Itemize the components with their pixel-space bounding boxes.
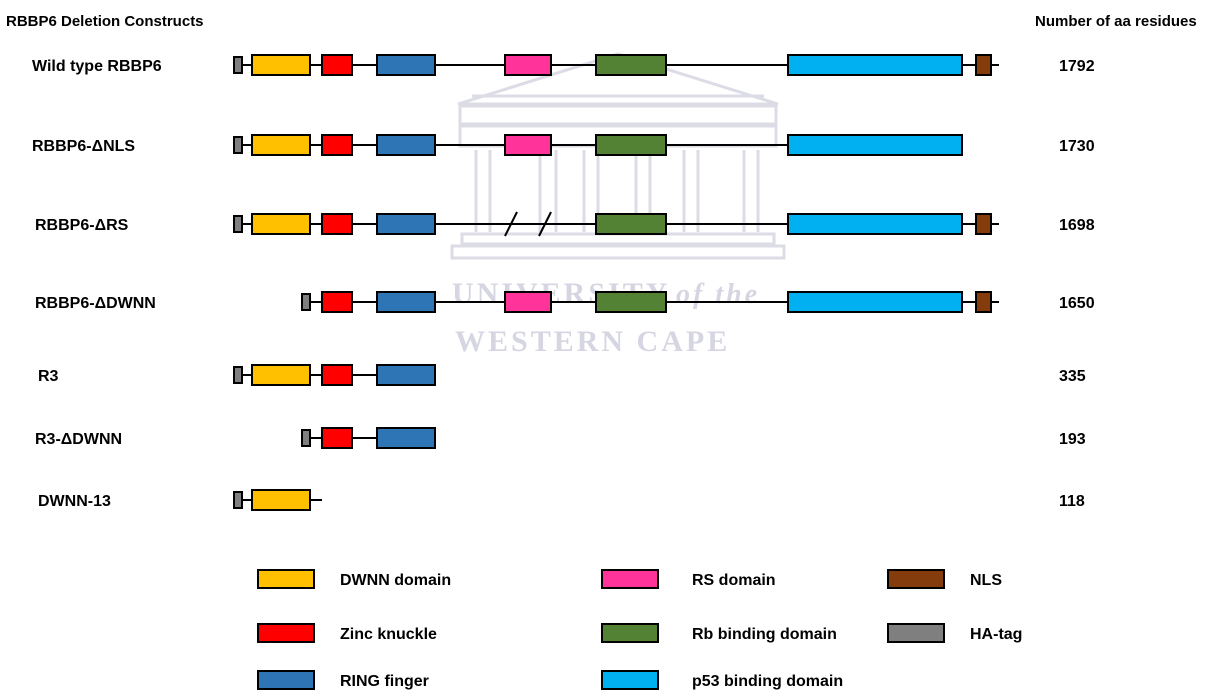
- construct-row: R3 335: [38, 365, 1086, 385]
- p53-domain-box: [788, 55, 962, 75]
- legend-label: p53 binding domain: [692, 673, 843, 690]
- legend-item: RS domain: [602, 570, 776, 589]
- construct-name: RBBP6-ΔDWNN: [35, 295, 156, 312]
- rb-domain-box: [596, 292, 666, 312]
- rs-domain-box: [505, 135, 551, 155]
- construct-name: Wild type RBBP6: [32, 58, 162, 75]
- nls-domain-box: [976, 55, 991, 75]
- dwnn-domain-box: [252, 365, 310, 385]
- zinc-domain-box: [322, 292, 352, 312]
- watermark-line1-italic: of the: [676, 279, 760, 310]
- rb-domain-box: [596, 55, 666, 75]
- residue-count: 1792: [1059, 58, 1095, 75]
- legend-item: HA-tag: [888, 624, 1022, 643]
- legend-label: Rb binding domain: [692, 626, 837, 643]
- legend-label: HA-tag: [970, 626, 1022, 643]
- residue-count: 1730: [1059, 138, 1095, 155]
- legend-swatch: [602, 671, 658, 689]
- zinc-domain-box: [322, 135, 352, 155]
- legend-item: NLS: [888, 570, 1002, 589]
- count-column-header: Number of aa residues: [1035, 13, 1197, 30]
- construct-name: RBBP6-ΔNLS: [32, 138, 135, 155]
- legend-item: Zinc knuckle: [258, 624, 437, 643]
- legend-swatch: [888, 624, 944, 642]
- zinc-domain-box: [322, 365, 352, 385]
- p53-domain-box: [788, 135, 962, 155]
- nls-domain-box: [976, 214, 991, 234]
- rb-domain-box: [596, 214, 666, 234]
- construct-row: RBBP6-ΔRS 1698: [35, 212, 1095, 236]
- legend-label: DWNN domain: [340, 572, 451, 589]
- legend-item: Rb binding domain: [602, 624, 837, 643]
- ha-domain-box: [302, 294, 310, 310]
- diagram-title: RBBP6 Deletion Constructs: [6, 13, 204, 30]
- ha-domain-box: [302, 430, 310, 446]
- dwnn-domain-box: [252, 55, 310, 75]
- legend-swatch: [258, 624, 314, 642]
- legend: DWNN domain RS domain NLS Zinc knuckle Rb bi…: [258, 570, 1022, 690]
- construct-name: DWNN-13: [38, 493, 111, 510]
- legend-swatch: [888, 570, 944, 588]
- residue-count: 193: [1059, 431, 1086, 448]
- ha-domain-box: [234, 57, 242, 73]
- ring-domain-box: [377, 214, 435, 234]
- construct-name: R3-ΔDWNN: [35, 431, 122, 448]
- ring-domain-box: [377, 55, 435, 75]
- construct-row: RBBP6-ΔNLS 1730: [32, 135, 1095, 155]
- residue-count: 118: [1059, 493, 1085, 510]
- dwnn-domain-box: [252, 490, 310, 510]
- construct-row: DWNN-13 118: [38, 490, 1085, 510]
- nls-domain-box: [976, 292, 991, 312]
- zinc-domain-box: [322, 214, 352, 234]
- rs-domain-box: [505, 55, 551, 75]
- legend-item: p53 binding domain: [602, 671, 843, 690]
- ring-domain-box: [377, 428, 435, 448]
- rb-domain-box: [596, 135, 666, 155]
- legend-swatch: [258, 570, 314, 588]
- ha-domain-box: [234, 367, 242, 383]
- dwnn-domain-box: [252, 214, 310, 234]
- legend-item: RING finger: [258, 671, 429, 690]
- ha-domain-box: [234, 492, 242, 508]
- residue-count: 1650: [1059, 295, 1095, 312]
- legend-item: DWNN domain: [258, 570, 451, 589]
- p53-domain-box: [788, 292, 962, 312]
- legend-label: NLS: [970, 572, 1002, 589]
- p53-domain-box: [788, 214, 962, 234]
- dwnn-domain-box: [252, 135, 310, 155]
- ha-domain-box: [234, 137, 242, 153]
- zinc-domain-box: [322, 428, 352, 448]
- residue-count: 1698: [1059, 217, 1095, 234]
- watermark-line2: WESTERN CAPE: [455, 325, 730, 358]
- rs-domain-box: [505, 292, 551, 312]
- legend-label: RS domain: [692, 572, 776, 589]
- legend-swatch: [258, 671, 314, 689]
- ring-domain-box: [377, 365, 435, 385]
- ring-domain-box: [377, 292, 435, 312]
- residue-count: 335: [1059, 368, 1086, 385]
- construct-row: R3-ΔDWNN 193: [35, 428, 1086, 448]
- legend-swatch: [602, 570, 658, 588]
- legend-swatch: [602, 624, 658, 642]
- ha-domain-box: [234, 216, 242, 232]
- zinc-domain-box: [322, 55, 352, 75]
- construct-name: R3: [38, 368, 59, 385]
- legend-label: Zinc knuckle: [340, 626, 437, 643]
- construct-name: RBBP6-ΔRS: [35, 217, 129, 234]
- ring-domain-box: [377, 135, 435, 155]
- legend-label: RING finger: [340, 673, 429, 690]
